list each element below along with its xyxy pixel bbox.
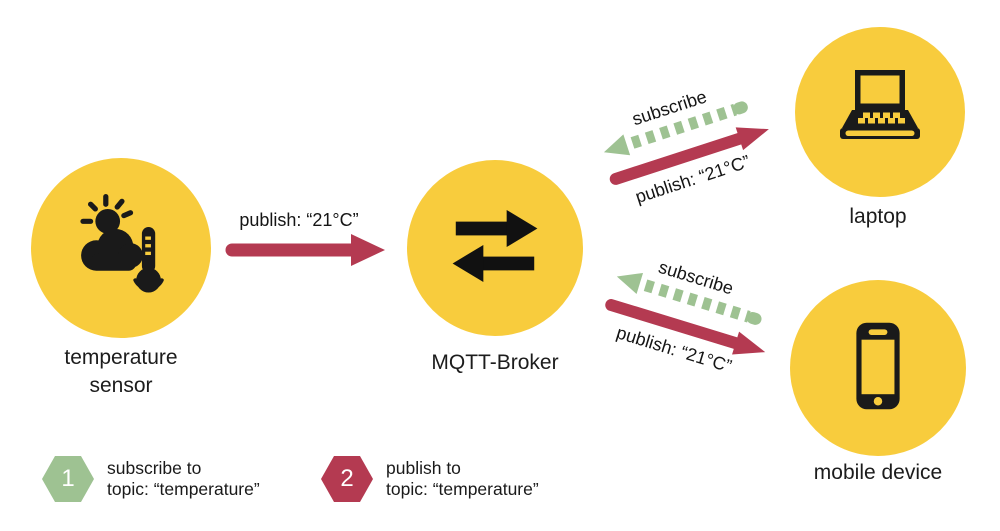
node-laptop	[795, 27, 965, 197]
publish-arrow-icon	[225, 234, 385, 266]
laptop-icon	[830, 60, 930, 165]
legend-number: 1	[61, 465, 75, 492]
legend-number: 2	[340, 465, 354, 492]
publish-arrow-icon	[609, 127, 769, 185]
publish-label: publish: “21°C”	[239, 210, 359, 230]
laptop-label: laptop	[849, 205, 907, 228]
hexagon-badge-1: 1	[42, 456, 94, 502]
legend-item-publish: 2 publish to topic: “temperature”	[321, 456, 539, 502]
mqtt-broker-label: MQTT-Broker	[431, 351, 559, 374]
subscribe-arrow-icon	[603, 101, 748, 156]
sun-cloud-thermometer-icon	[64, 189, 178, 308]
publish-arrow-icon	[605, 299, 766, 355]
mobile-device-label: mobile device	[813, 461, 943, 484]
node-mqtt-broker	[407, 160, 583, 336]
connection-broker-to-mobile: subscribe publish: “21°C”	[582, 241, 788, 386]
hexagon-badge-2: 2	[321, 456, 373, 502]
legend-publish-text: publish to topic: “temperature”	[386, 458, 539, 499]
bidirectional-arrows-icon	[442, 193, 548, 304]
temperature-sensor-label: temperature sensor	[64, 346, 178, 397]
node-temperature-sensor	[31, 158, 211, 338]
connection-broker-to-laptop: subscribe publish: “21°C”	[578, 70, 784, 218]
legend-subscribe-text: subscribe to topic: “temperature”	[107, 458, 260, 499]
smartphone-icon	[831, 319, 925, 418]
subscribe-arrow-icon	[616, 272, 762, 325]
connection-sensor-to-broker: publish: “21°C”	[224, 210, 388, 267]
node-mobile-device	[790, 280, 966, 456]
legend-item-subscribe: 1 subscribe to topic: “temperature”	[42, 456, 260, 502]
